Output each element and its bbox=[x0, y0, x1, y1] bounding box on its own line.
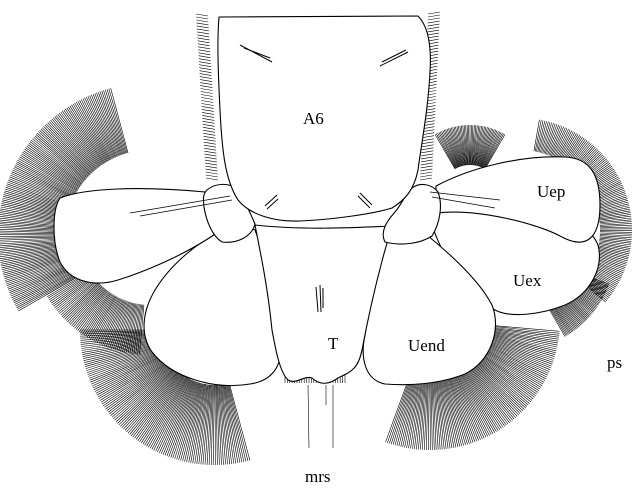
label-a6: A6 bbox=[303, 109, 324, 128]
label-uep: Uep bbox=[537, 182, 565, 201]
abdominal-somite-a6 bbox=[218, 16, 430, 221]
label-uend: Uend bbox=[408, 336, 445, 355]
label-mrs: mrs bbox=[305, 467, 331, 486]
label-t: T bbox=[328, 334, 339, 353]
mrs-setae bbox=[308, 385, 333, 448]
label-ps: ps bbox=[607, 353, 622, 372]
label-uex: Uex bbox=[513, 271, 542, 290]
